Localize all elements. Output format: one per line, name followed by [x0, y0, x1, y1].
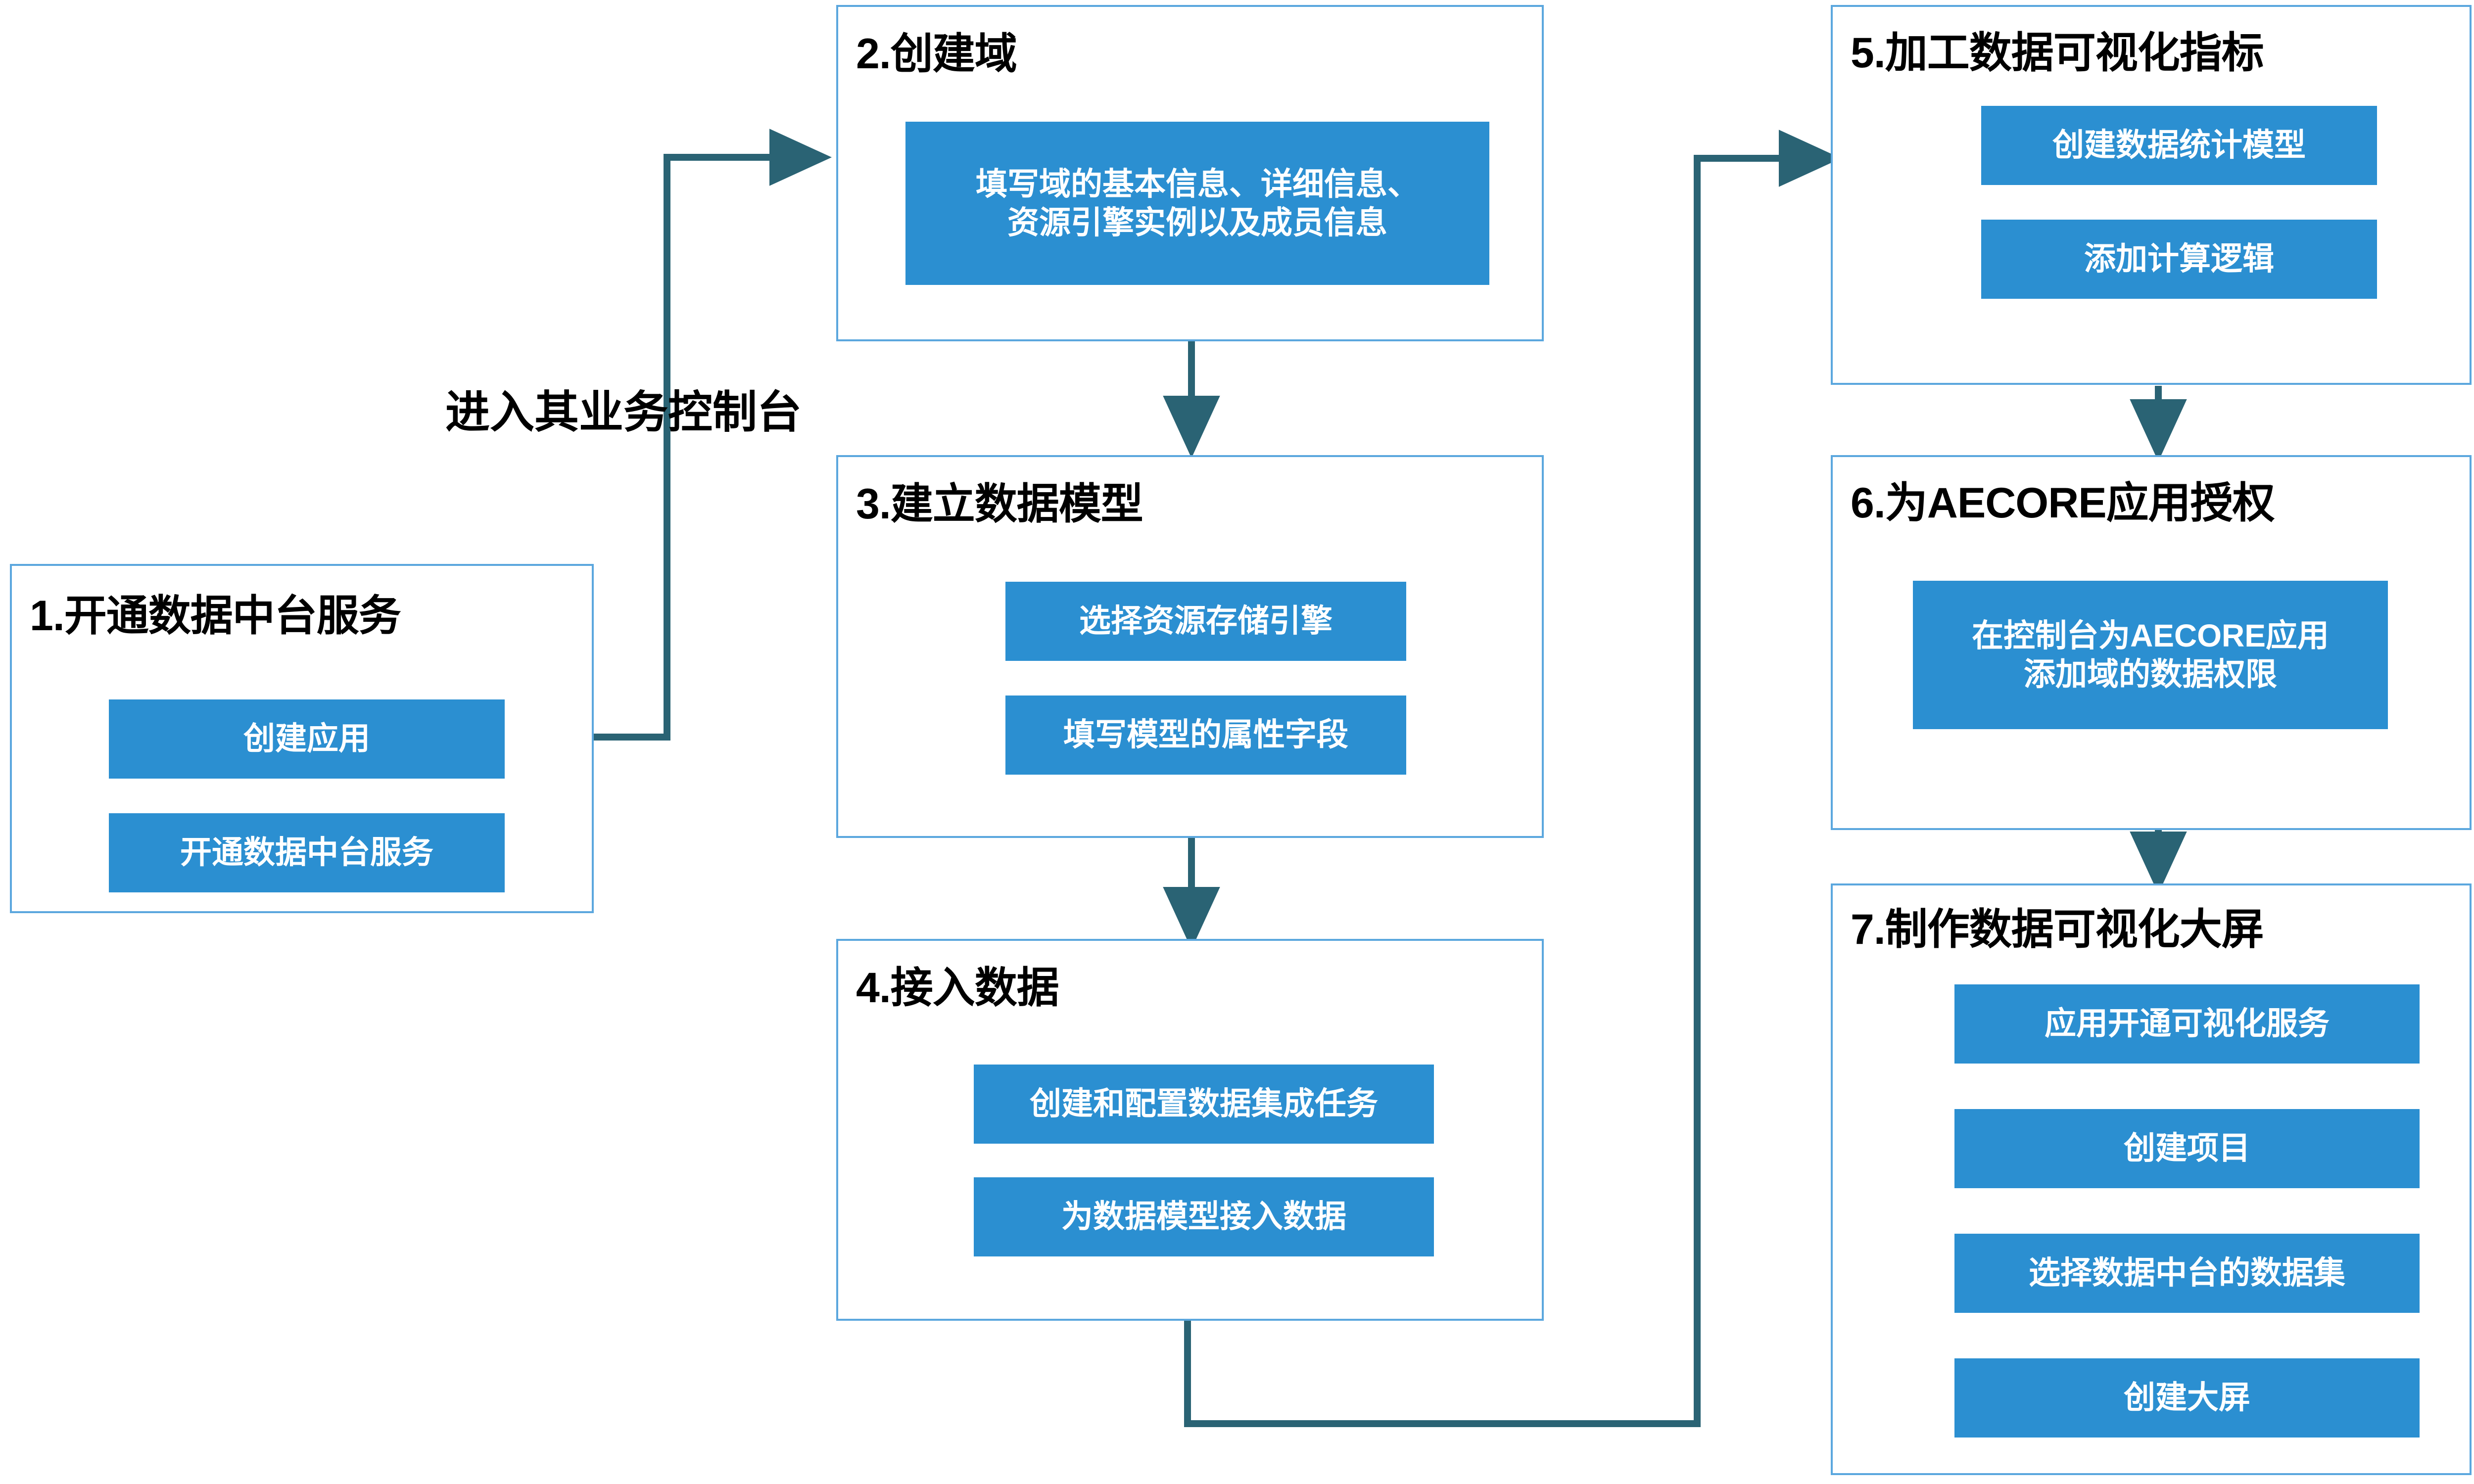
step-box-enable-data-platform-service[interactable]: 开通数据中台服务	[109, 813, 505, 892]
flow-label-enter-business-console: 进入其业务控制台	[445, 388, 802, 437]
group-box-step-1[interactable]: 1.开通数据中台服务 创建应用 开通数据中台服务	[10, 564, 594, 913]
step-box-create-statistics-model[interactable]: 创建数据统计模型	[1981, 106, 2377, 185]
group-title-step-3: 3.建立数据模型	[856, 480, 1143, 528]
group-box-step-4[interactable]: 4.接入数据 创建和配置数据集成任务 为数据模型接入数据	[836, 939, 1544, 1321]
step-box-select-dataset[interactable]: 选择数据中台的数据集	[1954, 1234, 2420, 1313]
group-box-step-2[interactable]: 2.创建域 填写域的基本信息、详细信息、 资源引擎实例以及成员信息	[836, 5, 1544, 341]
step-box-create-project[interactable]: 创建项目	[1954, 1109, 2420, 1188]
group-box-step-5[interactable]: 5.加工数据可视化指标 创建数据统计模型 添加计算逻辑	[1831, 5, 2472, 385]
step-box-grant-aecore-permissions[interactable]: 在控制台为AECORE应用 添加域的数据权限	[1913, 581, 2388, 729]
group-title-step-5: 5.加工数据可视化指标	[1851, 29, 2264, 77]
step-line-2: 添加域的数据权限	[2024, 656, 2277, 692]
step-box-fill-domain-info[interactable]: 填写域的基本信息、详细信息、 资源引擎实例以及成员信息	[905, 122, 1489, 285]
step-line-1: 填写域的基本信息、详细信息、	[976, 166, 1419, 202]
step-box-enable-visualization-service[interactable]: 应用开通可视化服务	[1954, 984, 2420, 1064]
group-title-step-2: 2.创建域	[856, 30, 1017, 78]
connector-1-to-2	[594, 129, 832, 741]
group-title-step-4: 4.接入数据	[856, 964, 1059, 1012]
group-title-step-7: 7.制作数据可视化大屏	[1851, 906, 2264, 953]
step-box-fill-model-attributes[interactable]: 填写模型的属性字段	[1005, 696, 1406, 775]
group-box-step-7[interactable]: 7.制作数据可视化大屏 应用开通可视化服务 创建项目 选择数据中台的数据集 创建…	[1831, 883, 2472, 1475]
step-line-2: 资源引擎实例以及成员信息	[1007, 205, 1387, 240]
step-line-1: 在控制台为AECORE应用	[1972, 617, 2329, 653]
group-box-step-3[interactable]: 3.建立数据模型 选择资源存储引擎 填写模型的属性字段	[836, 455, 1544, 838]
step-box-select-storage-engine[interactable]: 选择资源存储引擎	[1005, 582, 1406, 661]
step-box-create-dashboard[interactable]: 创建大屏	[1954, 1358, 2420, 1438]
step-box-create-application[interactable]: 创建应用	[109, 699, 505, 779]
group-box-step-6[interactable]: 6.为AECORE应用授权 在控制台为AECORE应用 添加域的数据权限	[1831, 455, 2472, 830]
step-box-ingest-data-into-model[interactable]: 为数据模型接入数据	[974, 1177, 1434, 1256]
step-box-create-configure-integration-task[interactable]: 创建和配置数据集成任务	[974, 1065, 1434, 1144]
group-title-step-6: 6.为AECORE应用授权	[1851, 479, 2275, 527]
group-title-step-1: 1.开通数据中台服务	[30, 592, 401, 640]
step-box-add-calculation-logic[interactable]: 添加计算逻辑	[1981, 220, 2377, 299]
